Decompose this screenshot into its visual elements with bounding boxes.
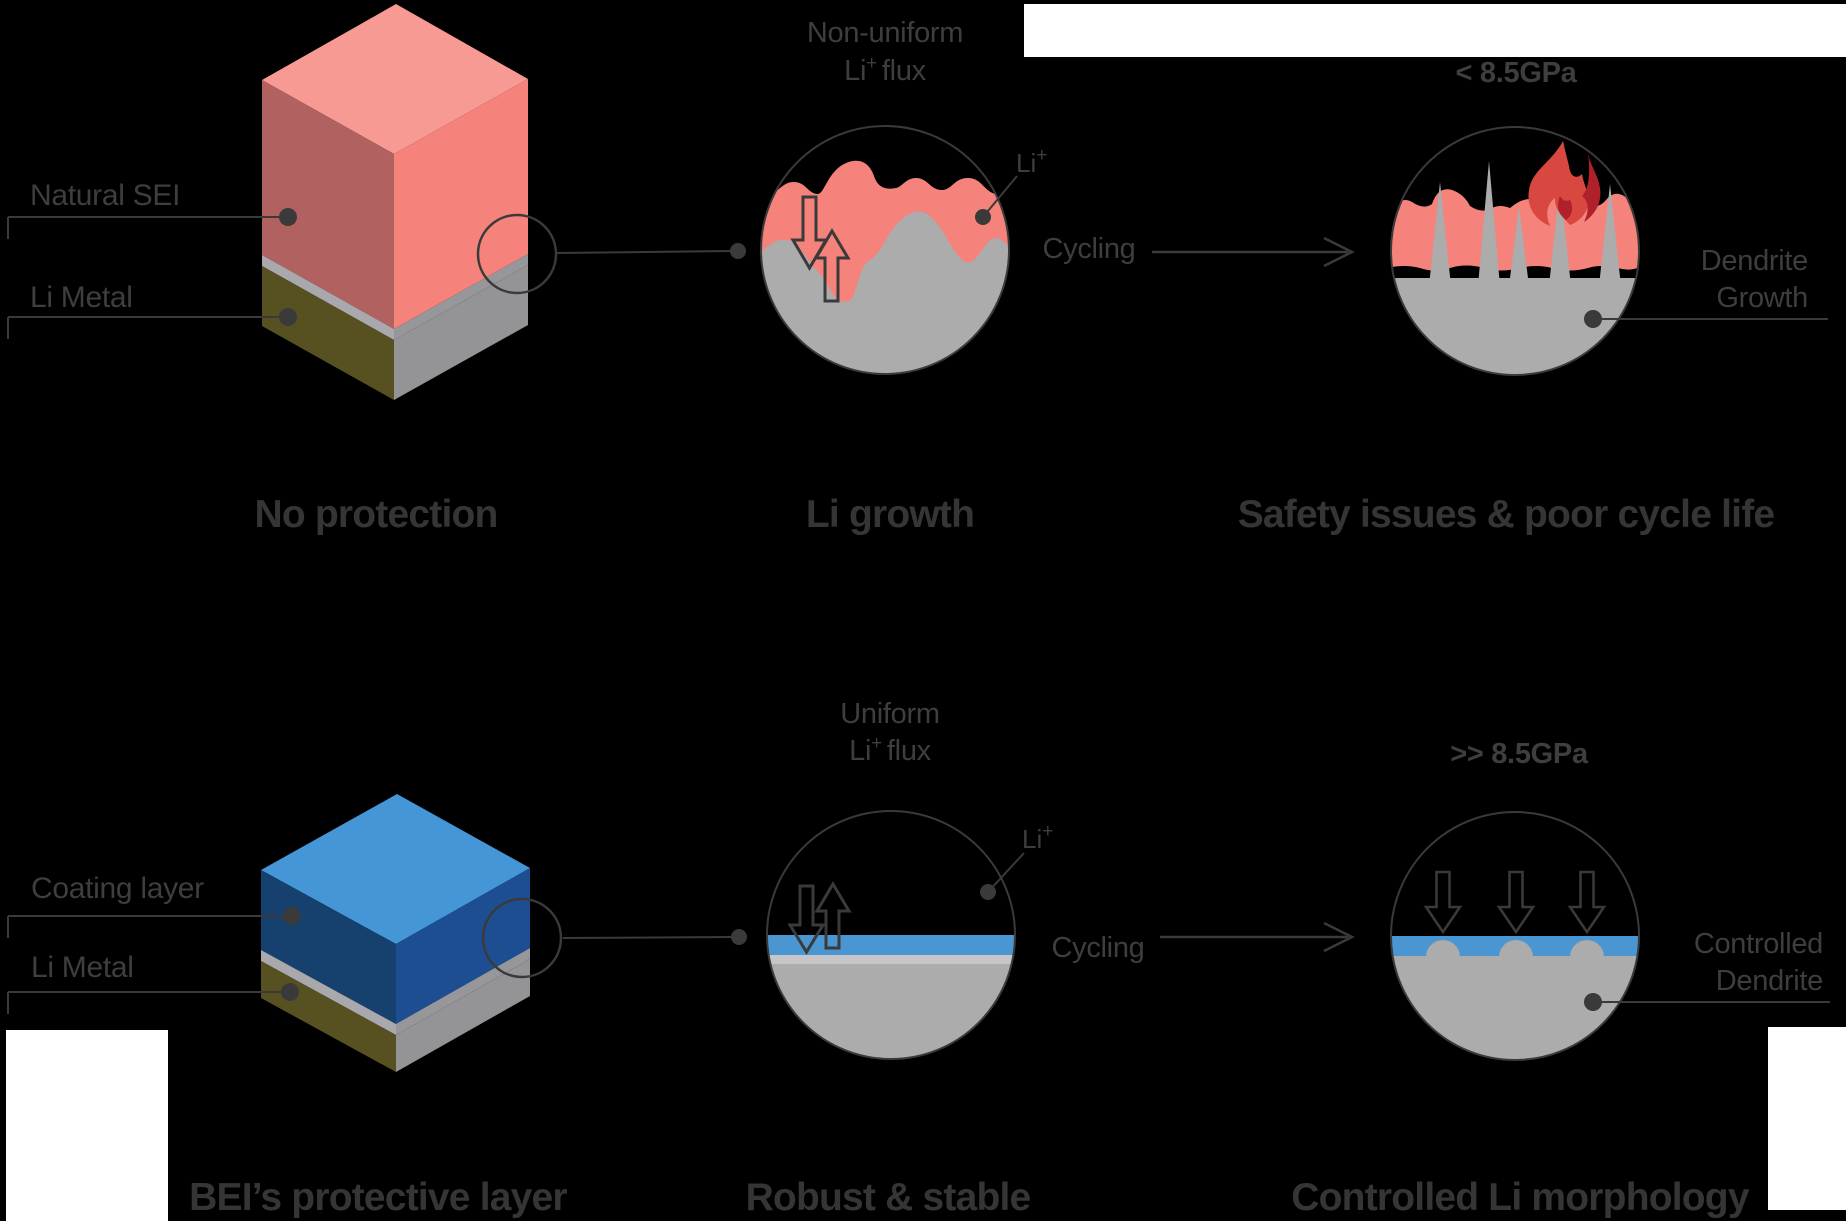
interlayer-right-face bbox=[394, 254, 528, 340]
flux-title-line2: Li+flux bbox=[849, 733, 932, 767]
flux-up-arrow-icon bbox=[813, 228, 851, 303]
magnifier-circle bbox=[481, 897, 563, 979]
controlled-leader-dot bbox=[1584, 993, 1602, 1011]
caption-safety-issues: Safety issues & poor cycle life bbox=[1238, 493, 1775, 536]
flux-title-line1: Non-uniform bbox=[807, 17, 963, 49]
li-growth-circle: Non-uniform Li+flux Li+ bbox=[760, 17, 1047, 375]
dendrite-leader-dot bbox=[1584, 310, 1602, 328]
caption-robust-stable: Robust & stable bbox=[746, 1176, 1031, 1219]
caption-no-protection: No protection bbox=[254, 493, 497, 536]
li-ion-label: Li+ bbox=[1022, 821, 1053, 854]
interlayer-left-face bbox=[261, 950, 396, 1035]
flux-title-line1: Uniform bbox=[840, 698, 939, 730]
uniform-circle-outline bbox=[766, 810, 1016, 1060]
uniform-flux-circle: Uniform Li+flux Li+ bbox=[766, 698, 1053, 1060]
controlled-dendrite-circle: >> 8.5GPa Controlled Dendrite bbox=[1390, 738, 1830, 1061]
dendrite-spike bbox=[1599, 184, 1621, 286]
li-metal-right-face bbox=[396, 959, 530, 1072]
cycling-arrow-head bbox=[1323, 236, 1355, 268]
sei-top-face bbox=[262, 4, 528, 154]
pressure-down-arrow-icon bbox=[1567, 870, 1607, 935]
li-ion-leader-line bbox=[982, 175, 1018, 218]
li-metal-right-face bbox=[394, 265, 528, 400]
magnifier-circle bbox=[476, 213, 558, 295]
coating-layer-label: Coating layer bbox=[31, 872, 204, 905]
natural-sei-leader-dot bbox=[279, 208, 297, 226]
li-metal-leader-dot bbox=[279, 308, 297, 326]
caption-controlled-morphology: Controlled Li morphology bbox=[1291, 1176, 1750, 1219]
cycling-transition-top: Cycling bbox=[1043, 233, 1355, 268]
no-protection-cube: Natural SEI Li Metal bbox=[7, 4, 746, 400]
caption-protective-layer: BEI’s protective layer bbox=[189, 1176, 567, 1219]
coating-band bbox=[767, 935, 1015, 955]
pressure-label: >> 8.5GPa bbox=[1450, 738, 1589, 770]
fire-icon bbox=[1528, 141, 1601, 226]
interlayer-right-face bbox=[396, 948, 530, 1035]
magnifier-connector-line bbox=[555, 250, 731, 254]
caption-li-growth: Li growth bbox=[806, 493, 974, 536]
white-patch-bottom-left bbox=[6, 1030, 168, 1221]
flux-up-arrow-icon bbox=[814, 881, 852, 950]
coating-leader-dot bbox=[283, 907, 301, 925]
li-ion-leader-dot bbox=[980, 884, 996, 900]
controlled-dendrite-bump bbox=[1570, 940, 1604, 974]
pressure-down-arrow-icon bbox=[1496, 870, 1536, 935]
cycling-label: Cycling bbox=[1052, 932, 1145, 964]
magnifier-connector-dot bbox=[730, 243, 746, 259]
li-metal-region bbox=[1391, 278, 1639, 375]
controlled-dendrite-label-line1: Controlled bbox=[1694, 928, 1823, 960]
flux-title-line2: Li+flux bbox=[844, 53, 927, 87]
interlayer-left-face bbox=[262, 255, 394, 340]
li-metal-leader-line bbox=[7, 991, 281, 1014]
pressure-down-arrow-icon bbox=[1423, 870, 1463, 935]
cycling-label: Cycling bbox=[1043, 233, 1136, 265]
natural-sei-label: Natural SEI bbox=[30, 179, 180, 212]
dendrite-spike bbox=[1549, 183, 1571, 286]
dendrite-spike bbox=[1509, 206, 1529, 286]
controlled-circle-outline bbox=[1390, 811, 1640, 1061]
cycling-arrow-head bbox=[1323, 921, 1355, 953]
protected-cube: Coating layer Li Metal bbox=[7, 794, 747, 1072]
dendrite-growth-circle: < 8.5GPa Dendrite Growth bbox=[1390, 57, 1828, 376]
li-metal-region bbox=[767, 964, 1015, 1059]
pressure-label: < 8.5GPa bbox=[1456, 57, 1578, 89]
white-patch-bottom-right bbox=[1768, 1027, 1846, 1210]
dendrite-circle-outline bbox=[1390, 126, 1640, 376]
magnifier-connector-dot bbox=[731, 929, 747, 945]
li-metal-region bbox=[761, 211, 1009, 374]
li-metal-left-face bbox=[262, 266, 394, 400]
li-ion-leader-line bbox=[987, 852, 1025, 893]
li-ion-label: Li+ bbox=[1016, 145, 1047, 178]
dendrite-growth-label-line1: Dendrite bbox=[1701, 245, 1808, 277]
coating-underlayer bbox=[767, 955, 1015, 964]
coating-leader-line bbox=[7, 915, 283, 938]
controlled-dendrite-label-line2: Dendrite bbox=[1716, 965, 1823, 997]
sei-right-face bbox=[394, 79, 528, 329]
li-metal-leader-dot bbox=[281, 983, 299, 1001]
li-ion-leader-dot bbox=[975, 209, 991, 225]
coating-top-face bbox=[261, 794, 530, 944]
li-growth-circle-outline bbox=[760, 125, 1010, 375]
flux-down-arrow-icon bbox=[787, 884, 826, 955]
dendrite-spike bbox=[1429, 182, 1451, 286]
white-patch-top-right bbox=[1024, 4, 1846, 57]
cycling-transition-bottom: Cycling bbox=[1052, 921, 1355, 964]
sei-left-face bbox=[262, 80, 394, 329]
li-metal-label: Li Metal bbox=[30, 281, 133, 314]
dendrite-spike bbox=[1478, 161, 1500, 286]
magnifier-connector-line bbox=[562, 936, 732, 939]
controlled-dendrite-bump bbox=[1426, 940, 1460, 974]
li-metal-label: Li Metal bbox=[31, 951, 134, 984]
li-metal-leader-line bbox=[7, 316, 279, 339]
dendrite-growth-label-line2: Growth bbox=[1716, 282, 1808, 314]
controlled-dendrite-bump bbox=[1499, 940, 1533, 974]
natural-sei-leader-line bbox=[7, 216, 279, 239]
